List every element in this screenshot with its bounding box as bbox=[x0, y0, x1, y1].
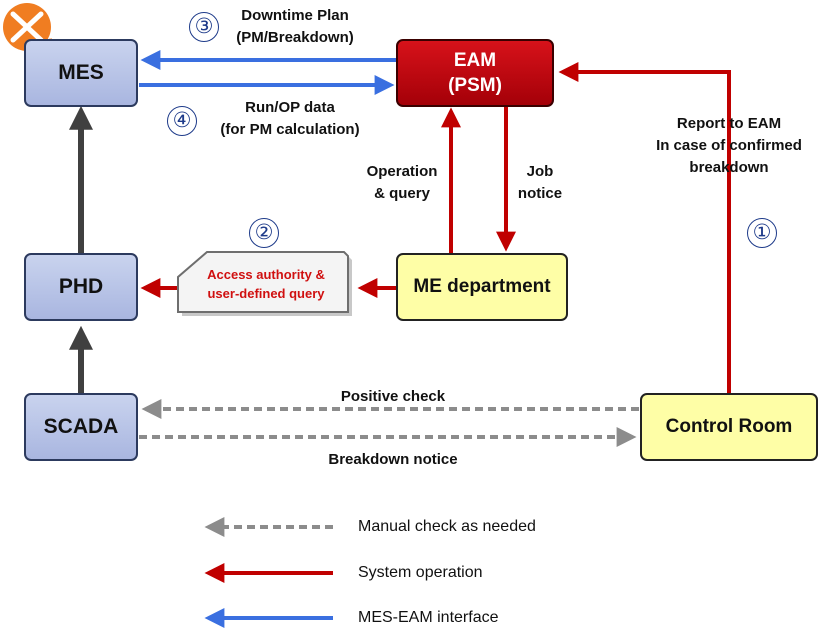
report-to-eam-line2: In case of confirmed bbox=[656, 137, 802, 154]
legend-system-label: System operation bbox=[358, 564, 483, 581]
mes-node: MES bbox=[24, 39, 138, 107]
step-number-four: ④ bbox=[167, 106, 197, 136]
me-department-label: ME department bbox=[413, 276, 551, 297]
step-number-two: ② bbox=[249, 218, 279, 248]
eam-sublabel: (PSM) bbox=[448, 75, 502, 96]
scada-label: SCADA bbox=[43, 415, 119, 438]
eam-label: EAM bbox=[453, 50, 497, 71]
job-notice-line1: Job bbox=[526, 163, 554, 180]
runop-data-line1: Run/OP data bbox=[245, 99, 335, 116]
report-to-eam-label: Report to EAM In case of confirmed break… bbox=[634, 113, 824, 179]
step-number-three: ③ bbox=[189, 12, 219, 42]
report-to-eam-line1: Report to EAM bbox=[676, 115, 782, 132]
operation-query-line1: Operation bbox=[366, 163, 438, 180]
control-room-node: Control Room bbox=[640, 393, 818, 461]
phd-node: PHD bbox=[24, 253, 138, 321]
runop-data-line2: (for PM calculation) bbox=[220, 121, 360, 138]
arrow-controlroom-to-eam bbox=[558, 62, 731, 393]
access-note-text: Access authority & user-defined query bbox=[186, 265, 346, 303]
downtime-plan-label: Downtime Plan (PM/Breakdown) bbox=[210, 5, 380, 49]
control-room-label: Control Room bbox=[665, 416, 793, 437]
operation-query-label: Operation & query bbox=[352, 161, 452, 205]
downtime-plan-line2: (PM/Breakdown) bbox=[236, 29, 354, 46]
step-number-one: ① bbox=[747, 218, 777, 248]
access-note-line2: user-defined query bbox=[207, 286, 325, 301]
access-note-line1: Access authority & bbox=[207, 267, 325, 282]
phd-label: PHD bbox=[58, 275, 104, 298]
runop-data-label: Run/OP data (for PM calculation) bbox=[200, 97, 380, 141]
positive-check-label: Positive check bbox=[340, 388, 446, 405]
downtime-plan-line1: Downtime Plan bbox=[241, 7, 349, 24]
scada-node: SCADA bbox=[24, 393, 138, 461]
job-notice-label: Job notice bbox=[505, 161, 575, 205]
me-department-node: ME department bbox=[396, 253, 568, 321]
operation-query-line2: & query bbox=[374, 185, 430, 202]
report-to-eam-line3: breakdown bbox=[689, 159, 769, 176]
eam-node: EAM (PSM) bbox=[396, 39, 554, 107]
legend-manual-label: Manual check as needed bbox=[358, 518, 536, 535]
job-notice-line2: notice bbox=[517, 185, 563, 202]
legend-interface-label: MES-EAM interface bbox=[358, 609, 499, 626]
mes-label: MES bbox=[58, 61, 104, 84]
breakdown-notice-label: Breakdown notice bbox=[328, 451, 458, 468]
